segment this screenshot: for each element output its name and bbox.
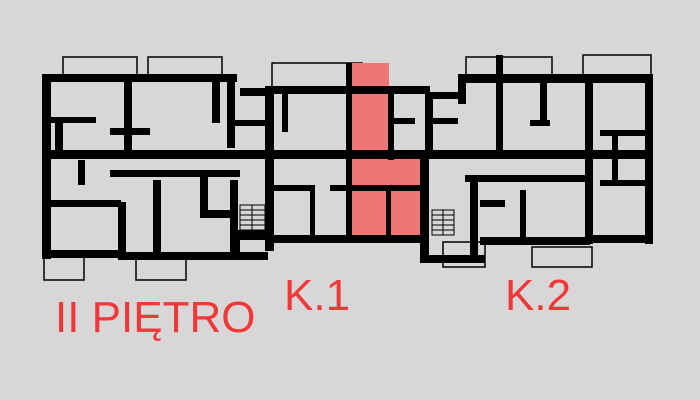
balcony	[135, 257, 187, 281]
stairs	[239, 204, 455, 236]
highlight-area	[349, 155, 421, 235]
balcony	[442, 241, 486, 268]
highlighted-unit	[349, 63, 421, 235]
stair-label-k1: K.1	[284, 271, 351, 320]
balcony	[582, 54, 652, 78]
highlight-area	[349, 63, 389, 158]
walls	[42, 55, 653, 263]
stair-label-k2: K.2	[505, 271, 572, 320]
balcony	[531, 246, 593, 268]
floor-label: II PIĘTRO	[55, 293, 256, 342]
